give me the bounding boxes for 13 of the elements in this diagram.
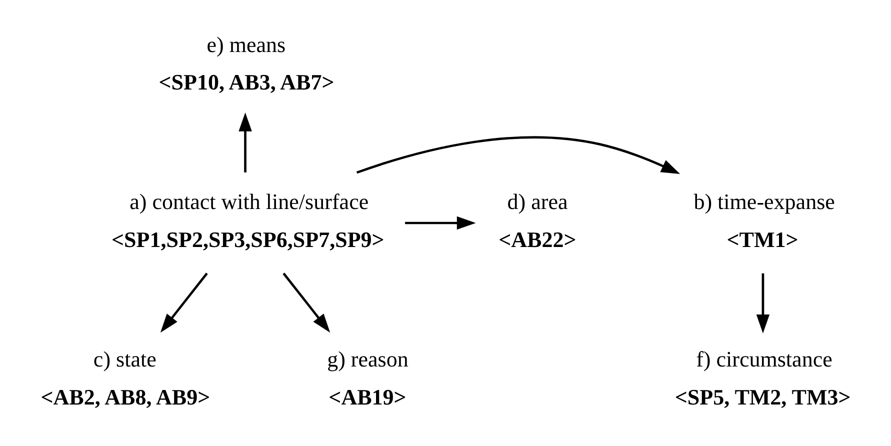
node-text: c) state <AB2, AB8, AB9> <box>40 346 210 410</box>
node-text: a) contact with line/surface <SP1,SP2,SP3,SP6,SP7,SP9> <box>112 189 384 252</box>
arrow <box>282 272 330 333</box>
arrow <box>756 273 770 334</box>
node-text: f) circumstance <SP5, TM2, TM3> <box>674 346 851 410</box>
node-text: b) time-expanse <TM1> <box>694 189 835 252</box>
arrow <box>356 136 680 174</box>
node-text: d) area <AB22> <box>498 189 576 252</box>
arrow <box>238 112 252 172</box>
arrow <box>405 216 476 230</box>
node-text: g) reason <AB19> <box>327 346 408 410</box>
arrow <box>160 272 208 333</box>
node-text: e) means <SP10, AB3, AB7> <box>158 32 334 95</box>
